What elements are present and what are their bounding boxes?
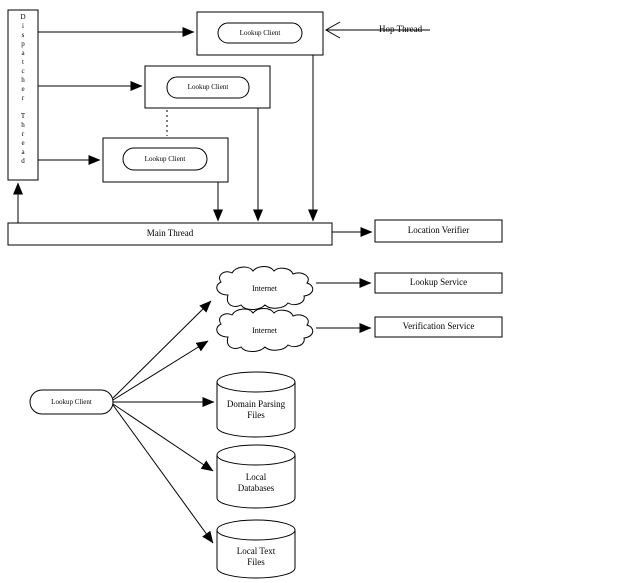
main-thread-box: [7, 222, 333, 246]
location-verifier-label: Location Verifier: [407, 225, 470, 236]
datastore-label-3: Local Text Files: [236, 545, 276, 567]
client-to-text-files-arrow: [112, 404, 214, 544]
worker-client-capsule-2: [166, 76, 250, 99]
dispatcher-thread-label: D i s p a t c h e r T h r e a d: [20, 13, 26, 165]
lookup-client-label: Lookup Client: [51, 397, 92, 406]
datastore-cylinder-2: [216, 444, 296, 509]
client-to-cloud2-arrow: [112, 340, 209, 401]
client-to-cloud1-arrow: [112, 300, 212, 399]
internet-cloud-1: [216, 266, 314, 310]
lookup-service-label: Lookup Service: [409, 277, 468, 288]
worker-client-capsule-3: [122, 147, 208, 171]
hop-thread-label: Hop Thread: [379, 24, 423, 35]
datastore-label-2: Local Databases: [237, 471, 275, 493]
datastore-label-1: Domain Parsing Files: [226, 398, 286, 420]
main-thread-label: Main Thread: [146, 228, 194, 239]
location-verifier-box: [374, 219, 503, 243]
worker-client-label-1: Lookup Client: [239, 28, 281, 37]
worker-client-capsule-1: [217, 22, 303, 44]
client-to-databases-arrow: [112, 403, 214, 472]
worker-client-label-3: Lookup Client: [144, 154, 186, 163]
datastore-cylinder-3: [216, 519, 296, 579]
internet-label-2: Internet: [252, 326, 277, 335]
worker-client-label-2: Lookup Client: [187, 83, 229, 92]
datastore-cylinder-1: [216, 371, 296, 438]
internet-cloud-2: [216, 308, 314, 352]
hop-thread-arrowhead: [324, 21, 341, 39]
verification-service-label: Verification Service: [402, 321, 475, 332]
lookup-service-box: [374, 272, 503, 294]
dispatcher-thread-box: [7, 9, 39, 181]
internet-label-1: Internet: [252, 284, 277, 293]
verification-service-box: [374, 316, 503, 338]
